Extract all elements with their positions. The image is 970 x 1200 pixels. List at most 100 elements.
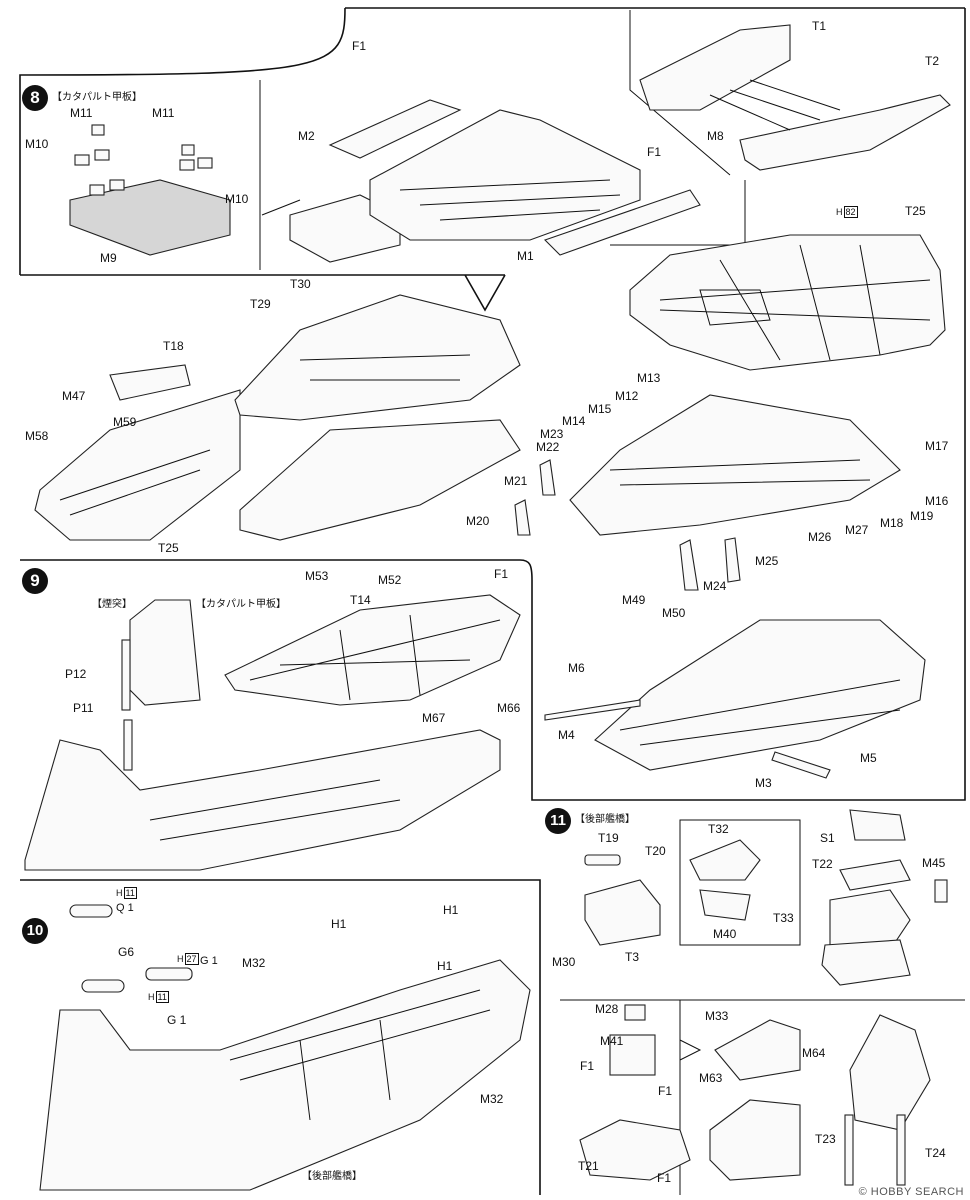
part-mid-hull-9	[544, 619, 926, 779]
label-m53: M53	[305, 569, 329, 583]
label-m59: M59	[113, 415, 137, 429]
part-t30-superstructure	[234, 294, 521, 541]
label-p12: P12	[65, 667, 87, 681]
label-m9: M9	[100, 251, 117, 265]
label-p11: P11	[73, 701, 94, 715]
label-t20: T20	[645, 844, 666, 858]
label-t2: T2	[925, 54, 940, 68]
label-t23: T23	[815, 1132, 836, 1146]
label-m63: M63	[699, 1071, 723, 1085]
label-f1-9: F1	[494, 567, 509, 581]
label-m50: M50	[662, 606, 686, 620]
part-catapult-deck-9	[224, 594, 521, 706]
label-m41: M41	[600, 1034, 624, 1048]
step-number-11: 11	[545, 808, 571, 834]
step8-caption: 【カタパルト甲板】	[52, 92, 142, 103]
label-m13: M13	[637, 371, 661, 385]
label-m20: M20	[466, 514, 490, 528]
label-g1: G 1	[167, 1013, 187, 1027]
part-main-hull-9	[24, 729, 501, 871]
label-f1-11-bottom: F1	[657, 1171, 672, 1185]
label-m12: M12	[615, 389, 639, 403]
label-g1-box: G 1	[200, 955, 218, 967]
label-t25-top: T25	[905, 204, 926, 218]
label-m30: M30	[552, 955, 576, 969]
label-m8: M8	[707, 129, 724, 143]
label-m22: M22	[536, 440, 560, 454]
label-t25-bottom: T25	[158, 541, 179, 555]
step8-frame	[19, 7, 965, 312]
label-h1-right: H1	[443, 903, 459, 917]
label-m28: M28	[595, 1002, 619, 1016]
label-f1-11-left: F1	[580, 1059, 595, 1073]
label-m32-top: M32	[242, 956, 266, 970]
label-t32: T32	[708, 822, 729, 836]
label-m40: M40	[713, 927, 737, 941]
label-t24: T24	[925, 1146, 946, 1160]
step10-caption: 【後部艦橋】	[302, 1171, 362, 1182]
label-m67: M67	[422, 711, 446, 725]
label-m6: M6	[568, 661, 585, 675]
label-m58: M58	[25, 429, 49, 443]
label-t19: T19	[598, 831, 619, 845]
label-m32-bottom: M32	[480, 1092, 504, 1106]
label-m27: M27	[845, 523, 869, 537]
step10-frame	[20, 879, 541, 1195]
label-m3: M3	[755, 776, 772, 790]
step-number-8: 8	[22, 85, 48, 111]
label-m16: M16	[925, 494, 949, 508]
label-m14: M14	[562, 414, 586, 428]
label-t22: T22	[812, 857, 833, 871]
label-m5: M5	[860, 751, 877, 765]
part-funnel-bridge	[121, 599, 201, 771]
part-step11-assemblies	[579, 809, 948, 1186]
label-m1: M1	[517, 249, 534, 263]
label-m17: M17	[925, 439, 949, 453]
label-m10-right: M10	[225, 192, 249, 206]
watermark: © HOBBY SEARCH	[858, 1186, 964, 1198]
step-number-9: 9	[22, 568, 48, 594]
label-m25: M25	[755, 554, 779, 568]
label-t14: T14	[350, 593, 371, 607]
label-m21: M21	[504, 474, 528, 488]
step9-frame	[20, 8, 966, 801]
label-t1: T1	[812, 19, 827, 33]
label-m49: M49	[622, 593, 646, 607]
label-f1-right: F1	[647, 145, 662, 159]
step-number-10: 10	[22, 918, 48, 944]
part-m9-base	[69, 124, 231, 256]
part-mid-hull-assembly	[514, 394, 901, 591]
label-m33: M33	[705, 1009, 729, 1023]
part-t25-left-deck	[34, 364, 241, 541]
label-m64: M64	[802, 1046, 826, 1060]
part-catapult-hull	[369, 109, 701, 256]
label-m10-left: M10	[25, 137, 49, 151]
label-f1-11-right: F1	[658, 1084, 673, 1098]
label-g6: G6	[118, 945, 135, 959]
label-t30: T30	[290, 277, 311, 291]
label-t18: T18	[163, 339, 184, 353]
label-m15: M15	[588, 402, 612, 416]
label-m11-right: M11	[152, 106, 175, 120]
part-t1-t2-frame	[639, 24, 951, 171]
label-m24: M24	[703, 579, 727, 593]
label-m4: M4	[558, 728, 575, 742]
label-s1: S1	[820, 831, 835, 845]
label-m45: M45	[922, 856, 946, 870]
step9-deck-caption: 【カタパルト甲板】	[196, 599, 286, 610]
step9-funnel-caption: 【煙突】	[92, 599, 132, 610]
label-m18: M18	[880, 516, 904, 530]
label-f1-top: F1	[352, 39, 367, 53]
step11-caption: 【後部艦橋】	[575, 814, 635, 825]
label-t33: T33	[773, 911, 794, 925]
label-m19: M19	[910, 509, 934, 523]
label-m23: M23	[540, 427, 564, 441]
part-hull-10	[39, 904, 531, 1191]
label-m52: M52	[378, 573, 402, 587]
label-m11-left: M11	[70, 106, 93, 120]
